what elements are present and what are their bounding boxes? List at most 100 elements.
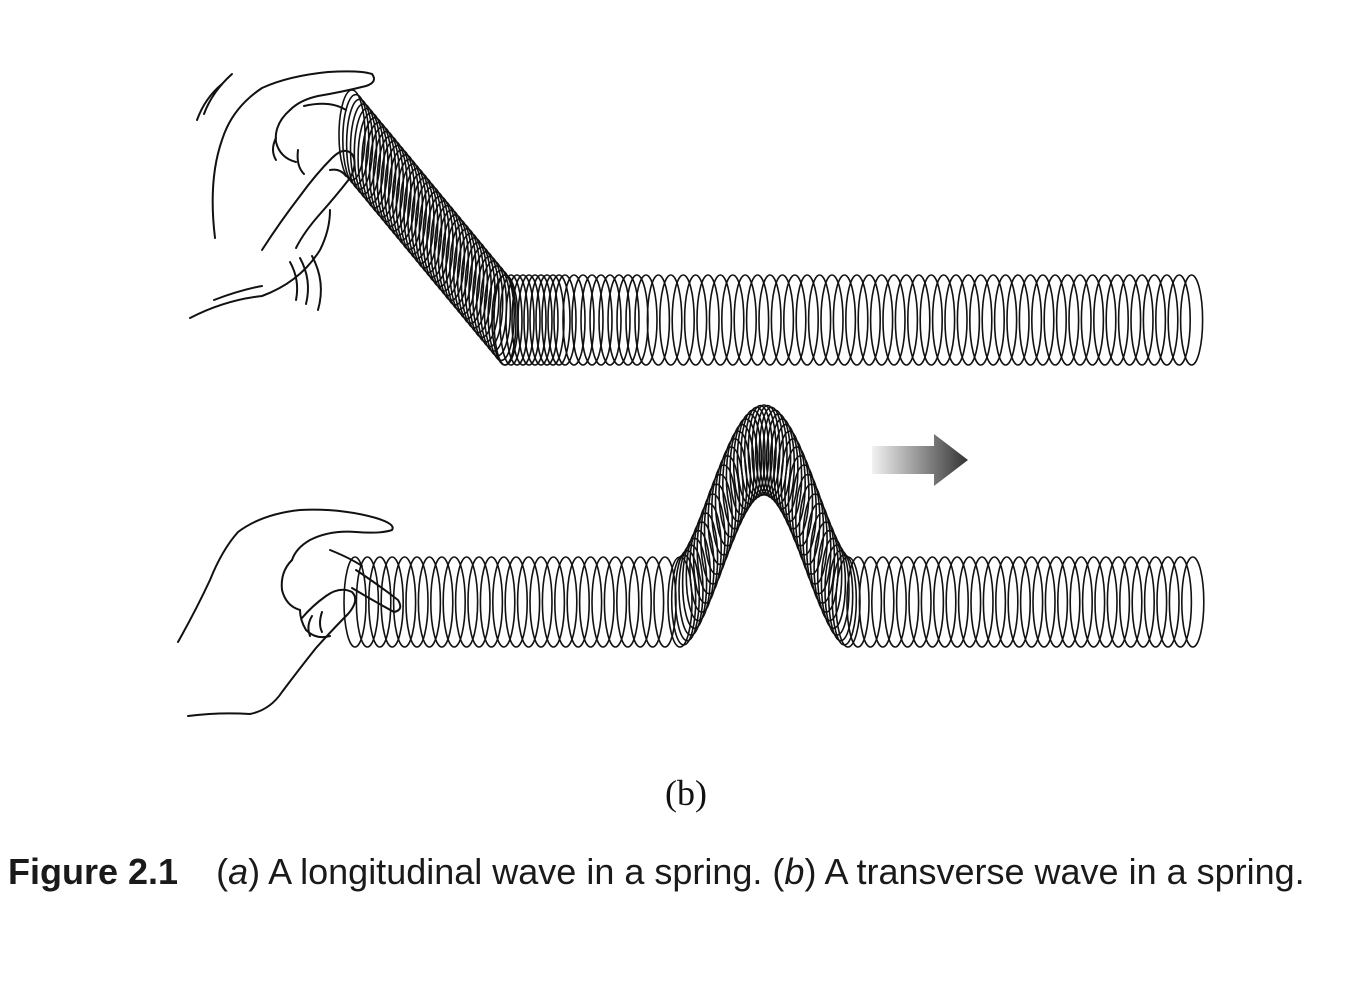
spring-coil xyxy=(442,556,467,648)
spring-coil xyxy=(1179,274,1204,366)
spring-coil xyxy=(516,556,541,648)
spring-coil xyxy=(894,274,919,366)
spring-coil xyxy=(820,274,844,366)
spring-coil xyxy=(580,274,604,366)
bottom-spring-coils xyxy=(343,404,1205,648)
spring-coil xyxy=(721,437,748,530)
spring-coil xyxy=(832,274,857,366)
spring-coil xyxy=(1068,274,1092,366)
spring-coil xyxy=(628,556,653,648)
spring-coil xyxy=(945,556,970,648)
caption-part: b xyxy=(784,851,805,892)
spring-coil xyxy=(827,549,854,642)
caption-part: ) A transverse wave in a spring. xyxy=(804,851,1305,892)
caption-text: (a) A longitudinal wave in a spring. (b)… xyxy=(216,851,1305,892)
spring-coil xyxy=(807,274,832,366)
spring-coil xyxy=(1181,556,1205,648)
spring-coil xyxy=(745,274,770,366)
spring-coil xyxy=(392,556,417,648)
spring-coil xyxy=(957,556,982,648)
spring-coil xyxy=(355,556,380,648)
spring-coil xyxy=(598,274,622,366)
spring-coil xyxy=(367,556,392,648)
spring-coil xyxy=(615,556,640,648)
spring-coil xyxy=(956,274,981,366)
spring-coil xyxy=(541,556,566,648)
spring-coil xyxy=(547,274,571,366)
spring-coil xyxy=(1142,274,1167,366)
spring-coil xyxy=(1167,274,1191,366)
spring-coil xyxy=(1032,556,1056,648)
panel-label: (b) xyxy=(665,773,707,813)
spring-coil xyxy=(553,274,577,366)
spring-coil xyxy=(1106,556,1131,648)
spring-coil xyxy=(529,274,553,366)
spring-coil xyxy=(553,556,578,648)
spring-coil xyxy=(908,556,932,648)
spring-coil xyxy=(429,556,454,648)
spring-coil xyxy=(1069,556,1093,648)
spring-coil xyxy=(479,556,504,648)
spring-coil xyxy=(1006,274,1030,366)
spring-coil xyxy=(993,274,1018,366)
spring-coil xyxy=(607,274,631,366)
spring-coil xyxy=(920,556,945,648)
spring-coil xyxy=(846,556,870,648)
bottom-hand-drawing xyxy=(177,508,402,717)
spring-coil xyxy=(616,274,640,366)
spring-coil xyxy=(720,274,745,366)
spring-coil xyxy=(1031,274,1055,366)
spring-wave-illustration xyxy=(177,70,1205,717)
spring-coil xyxy=(589,274,613,366)
spring-coil xyxy=(529,556,553,648)
spring-coil xyxy=(504,556,529,648)
spring-coil xyxy=(1143,556,1168,648)
spring-coil xyxy=(858,556,883,648)
spring-coil xyxy=(1119,556,1143,648)
spring-coil xyxy=(1155,274,1179,366)
spring-coil xyxy=(883,556,908,648)
spring-coil xyxy=(1093,274,1117,366)
spring-coil xyxy=(1094,556,1118,648)
spring-coil xyxy=(467,556,491,648)
spring-coil xyxy=(1019,556,1044,648)
spring-coil xyxy=(1055,274,1080,366)
spring-coil xyxy=(932,556,957,648)
spring-coil xyxy=(1117,274,1142,366)
spring-coil xyxy=(1080,274,1105,366)
spring-coil xyxy=(770,274,795,366)
spring-coil xyxy=(696,274,720,366)
spring-coil xyxy=(578,556,603,648)
spring-coil xyxy=(535,274,559,366)
spring-coil xyxy=(968,274,993,366)
spring-coil xyxy=(1043,274,1067,366)
spring-coil xyxy=(869,274,894,366)
spring-coil xyxy=(1105,274,1129,366)
spring-coil xyxy=(782,274,807,366)
spring-coil xyxy=(708,274,733,366)
spring-coil xyxy=(640,556,665,648)
spring-coil xyxy=(994,556,1019,648)
spring-coil xyxy=(634,274,658,366)
spring-coil xyxy=(493,274,517,366)
spring-coil xyxy=(541,274,565,366)
figure-number: Figure 2.1 xyxy=(8,851,179,892)
caption-part: ) A longitudinal wave in a spring. ( xyxy=(248,851,785,892)
spring-coil xyxy=(981,274,1006,366)
spring-coil xyxy=(1130,274,1154,366)
spring-coil xyxy=(882,274,906,366)
spring-coil xyxy=(1156,556,1180,648)
spring-coil xyxy=(571,274,595,366)
spring-coil xyxy=(487,269,516,362)
spring-coil xyxy=(658,274,683,366)
spring-coil xyxy=(844,274,869,366)
spring-coil xyxy=(603,556,628,648)
spring-coil xyxy=(816,529,843,622)
spring-coil xyxy=(931,274,956,366)
spring-coil xyxy=(417,556,442,648)
spring-coil xyxy=(1057,556,1081,648)
figure-caption: Figure 2.1 (a) A longitudinal wave in a s… xyxy=(8,848,1348,896)
spring-coil xyxy=(671,274,696,366)
top-spring-coils xyxy=(338,89,1204,366)
spring-coil xyxy=(523,274,547,366)
